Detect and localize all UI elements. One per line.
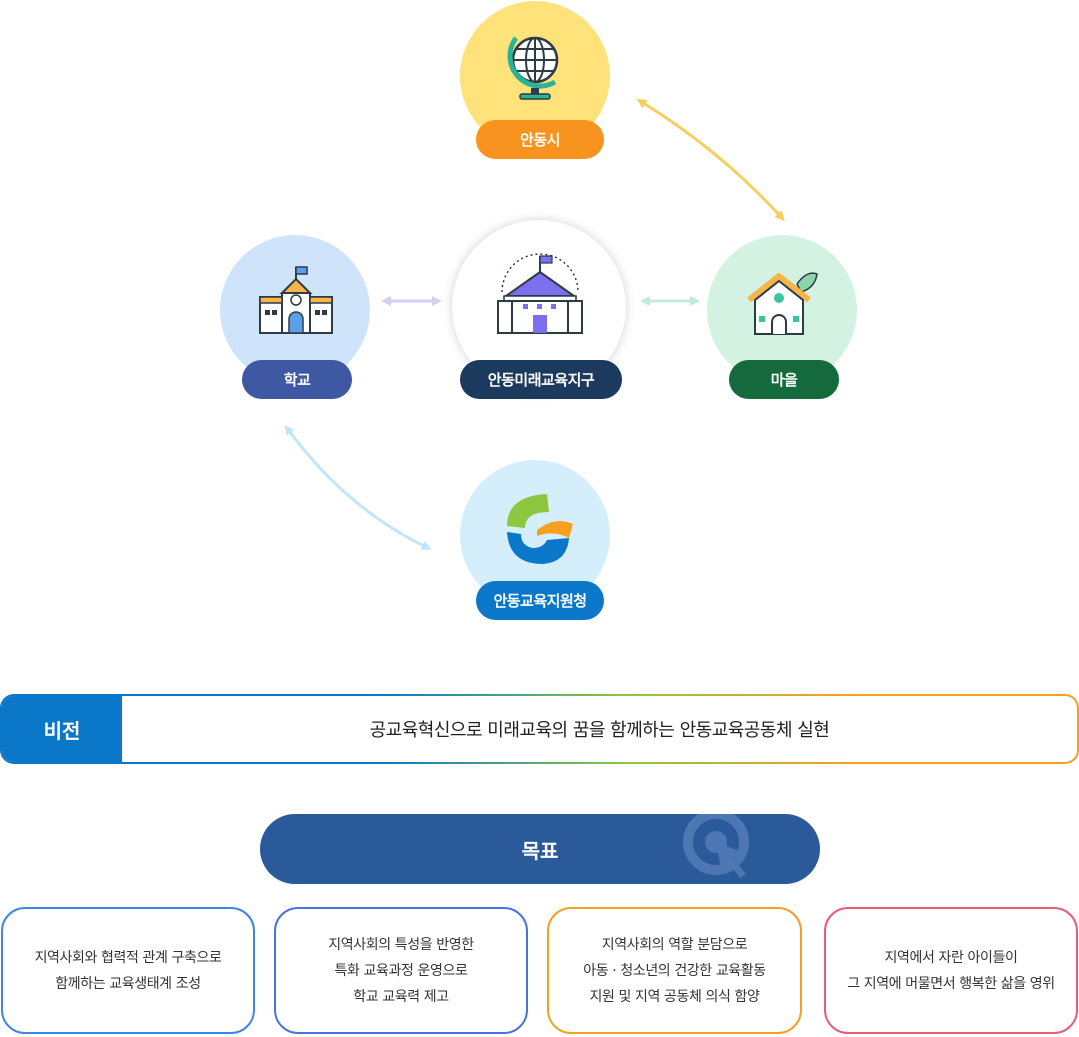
goal-text-2: 지역사회의 특성을 반영한 특화 교육과정 운영으로 학교 교육력 제고 — [328, 936, 474, 1005]
goal-text-4: 지역에서 자란 아이들이 그 지역에 머물면서 행복한 삶을 영위 — [847, 949, 1055, 992]
office-label: 안동교육지원청 — [476, 581, 604, 620]
target-cursor-icon — [683, 814, 749, 878]
city-label: 안동시 — [476, 120, 604, 159]
goal-box-2: 지역사회의 특성을 반영한 특화 교육과정 운영으로 학교 교육력 제고 — [274, 907, 528, 1034]
village-label: 마을 — [729, 360, 839, 399]
goal-box-4: 지역에서 자란 아이들이 그 지역에 머물면서 행복한 삶을 영위 — [824, 907, 1078, 1034]
goal-box-3: 지역사회의 역할 분담으로 아동 · 청소년의 건강한 교육활동 지원 및 지역… — [547, 907, 802, 1034]
education-district-building-icon — [497, 253, 583, 334]
school-label: 학교 — [242, 360, 352, 399]
vision-label: 비전 — [2, 696, 122, 762]
center-label: 안동미래교육지구 — [460, 360, 622, 399]
goals-header: 목표 — [260, 814, 820, 884]
goal-box-1: 지역사회와 협력적 관계 구축으로 함께하는 교육생태계 조성 — [1, 907, 255, 1034]
vision-text: 공교육혁신으로 미래교육의 꿈을 함께하는 안동교육공동체 실현 — [369, 720, 830, 741]
goals-title: 목표 — [521, 838, 559, 863]
school-building-icon — [259, 266, 333, 334]
goal-text-1: 지역사회와 협력적 관계 구축으로 함께하는 교육생태계 조성 — [34, 949, 222, 992]
education-office-logo-icon — [507, 494, 573, 564]
house-icon — [747, 272, 818, 335]
vision-banner: 비전 공교육혁신으로 미래교육의 꿈을 함께하는 안동교육공동체 실현 — [0, 694, 1079, 764]
globe-icon — [507, 36, 559, 100]
goal-text-3: 지역사회의 역할 분담으로 아동 · 청소년의 건강한 교육활동 지원 및 지역… — [583, 936, 766, 1005]
